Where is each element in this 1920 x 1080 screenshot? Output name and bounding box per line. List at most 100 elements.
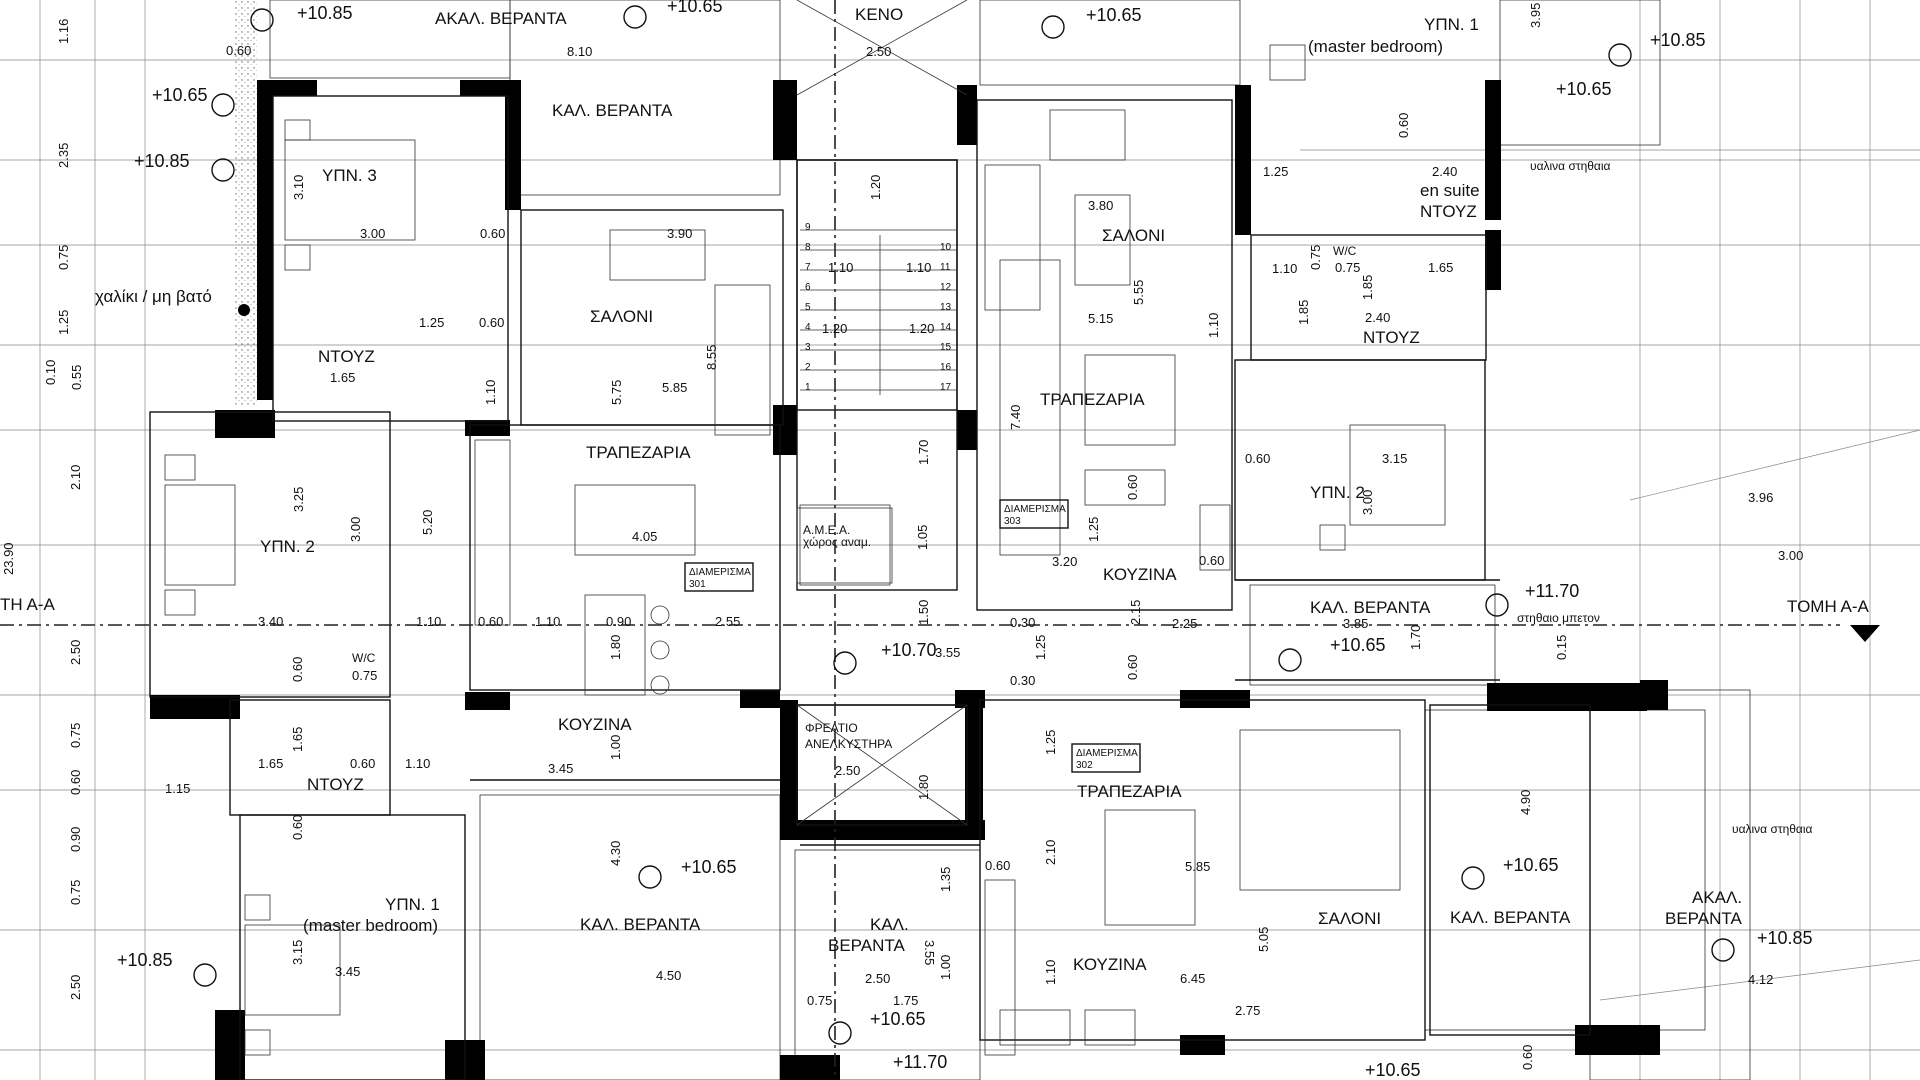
- dim-54: 1.25: [1086, 517, 1101, 542]
- dim-17: 1.10: [828, 260, 853, 275]
- dim-80: 0.75: [68, 723, 83, 748]
- room-kouzina-303: ΚΟΥΖΙΝΑ: [1103, 565, 1177, 584]
- room-wc-left: W/C: [352, 651, 376, 665]
- dim-64: 2.55: [715, 614, 740, 629]
- room-master-top: (master bedroom): [1308, 37, 1443, 56]
- dim-71: 0.15: [1554, 635, 1569, 660]
- level-8: +11.70: [1525, 581, 1579, 601]
- note-glass-rail-right: υαλινα στηθαια: [1732, 822, 1813, 836]
- room-ntouz-left: ΝΤΟΥΖ: [318, 347, 375, 366]
- room-kal-veranta-302: ΚΑΛ. ΒΕΡΑΝΤΑ: [1450, 908, 1571, 927]
- room-akal-veranta-right-2: ΒΕΡΑΝΤΑ: [1665, 909, 1742, 928]
- dim-27: 1.20: [909, 321, 934, 336]
- dim-35: 0.10: [43, 360, 58, 385]
- dim-47: 5.20: [420, 510, 435, 535]
- dim-28: 5.15: [1088, 311, 1113, 326]
- dim-15: 2.40: [1432, 164, 1457, 179]
- dim-34: 8.55: [704, 345, 719, 370]
- dim-4: 2.50: [866, 44, 891, 59]
- dim-98: 0.60: [290, 815, 305, 840]
- dim-31: 2.40: [1365, 310, 1390, 325]
- dim-16: 0.75: [56, 245, 71, 270]
- room-freatio-2: ΑΝΕΛΚΥΣΤΗΡΑ: [805, 737, 892, 751]
- room-saloni-301: ΣΑΛΟΝΙ: [590, 307, 653, 326]
- room-labels: ΑΚΑΛ. ΒΕΡΑΝΤΑ ΚΕΝΟ ΚΑΛ. ΒΕΡΑΝΤΑ ΥΠΝ. 3 Υ…: [260, 5, 1742, 974]
- svg-text:13: 13: [940, 302, 952, 313]
- dim-18: 1.10: [906, 260, 931, 275]
- level-3: +10.65: [1086, 5, 1142, 25]
- walls: [150, 80, 1668, 1080]
- dim-57: 0.60: [1199, 553, 1224, 568]
- dim-83: 1.15: [165, 781, 190, 796]
- section-line: [0, 0, 1880, 1080]
- room-freatio-1: ΦΡΕΑΤΙΟ: [805, 721, 858, 735]
- tag-diam-301-a: ΔΙΑΜΕΡΙΣΜΑ: [689, 567, 751, 578]
- staircase: [796, 159, 958, 584]
- dim-21: 0.75: [1335, 260, 1360, 275]
- dim-109: 6.45: [1180, 971, 1205, 986]
- level-10: +10.65: [1330, 635, 1386, 655]
- dim-36: 0.55: [69, 365, 84, 390]
- svg-text:17: 17: [940, 382, 952, 393]
- dim-99: 0.75: [68, 880, 83, 905]
- dim-114: 2.75: [1235, 1003, 1260, 1018]
- dim-29: 1.10: [1206, 313, 1221, 338]
- room-saloni-303: ΣΑΛΟΝΙ: [1102, 226, 1165, 245]
- room-kal-veranta-303: ΚΑΛ. ΒΕΡΑΝΤΑ: [1310, 598, 1431, 617]
- note-section-right: ΤΟΜΗ Α-Α: [1787, 597, 1870, 616]
- dim-46: 3.00: [348, 517, 363, 542]
- note-section-left: ΤΗ Α-Α: [0, 595, 55, 614]
- dim-79: 0.60: [1125, 655, 1140, 680]
- dim-9: 0.60: [480, 226, 505, 241]
- svg-text:12: 12: [940, 282, 952, 293]
- svg-text:4: 4: [805, 322, 811, 333]
- svg-text:15: 15: [940, 342, 952, 353]
- dim-40: 1.10: [483, 380, 498, 405]
- dim-38: 5.85: [662, 380, 687, 395]
- furniture: [164, 44, 1446, 1056]
- dim-5: 3.95: [1528, 3, 1543, 28]
- dim-105: 1.10: [1043, 960, 1058, 985]
- tag-diam-303-b: 303: [1004, 516, 1021, 527]
- dim-67: 2.15: [1128, 600, 1143, 625]
- tag-diam-302-b: 302: [1076, 760, 1093, 771]
- dim-91: 3.45: [548, 761, 573, 776]
- room-trapezaria-301: ΤΡΑΠΕΖΑΡΙΑ: [586, 443, 691, 462]
- dim-30: 1.85: [1296, 300, 1311, 325]
- level-11: +10.65: [681, 857, 737, 877]
- dim-74: 0.75: [352, 668, 377, 683]
- dim-84: 1.65: [258, 756, 283, 771]
- dim-11: 1.20: [868, 175, 883, 200]
- dim-108: 2.50: [68, 975, 83, 1000]
- dim-41: 7.40: [1008, 405, 1023, 430]
- dim-39: 5.75: [609, 380, 624, 405]
- dim-26: 1.20: [822, 321, 847, 336]
- dim-51: 3.96: [1748, 490, 1773, 505]
- stair-numbers: 9 8 7 6 5 4 3 2 1 10 11 12 13 14 15 16 1…: [805, 222, 952, 393]
- dim-14: 1.25: [1263, 164, 1288, 179]
- svg-text:2: 2: [805, 362, 811, 373]
- level-14: +10.85: [117, 950, 173, 970]
- dim-86: 1.10: [405, 756, 430, 771]
- dim-66: 0.30: [1010, 615, 1035, 630]
- dim-103: 3.15: [290, 940, 305, 965]
- svg-text:5: 5: [805, 302, 811, 313]
- level-labels: +10.85 +10.65 +10.65 +10.85 +10.85 +10.6…: [117, 0, 1813, 1080]
- dim-48: 1.70: [916, 440, 931, 465]
- level-15: +10.65: [870, 1009, 926, 1029]
- dim-77: 1.25: [1033, 635, 1048, 660]
- dim-60: 1.10: [416, 614, 441, 629]
- level-7: +10.65: [152, 85, 208, 105]
- dim-20: 0.75: [1308, 245, 1323, 270]
- svg-text:14: 14: [940, 322, 952, 333]
- dim-76: 3.55: [935, 645, 960, 660]
- room-kouzina-301: ΚΟΥΖΙΝΑ: [558, 715, 632, 734]
- dim-82: 1.25: [1043, 730, 1058, 755]
- dim-110: 4.12: [1748, 972, 1773, 987]
- dim-32: 1.85: [1360, 275, 1375, 300]
- level-17: +10.65: [1365, 1060, 1421, 1080]
- room-ypn2-right: ΥΠΝ. 2: [1310, 483, 1365, 502]
- dim-24: 0.60: [479, 315, 504, 330]
- dim-92: 0.60: [985, 858, 1010, 873]
- note-concrete-rail: στηθαιο μπετον: [1517, 611, 1600, 625]
